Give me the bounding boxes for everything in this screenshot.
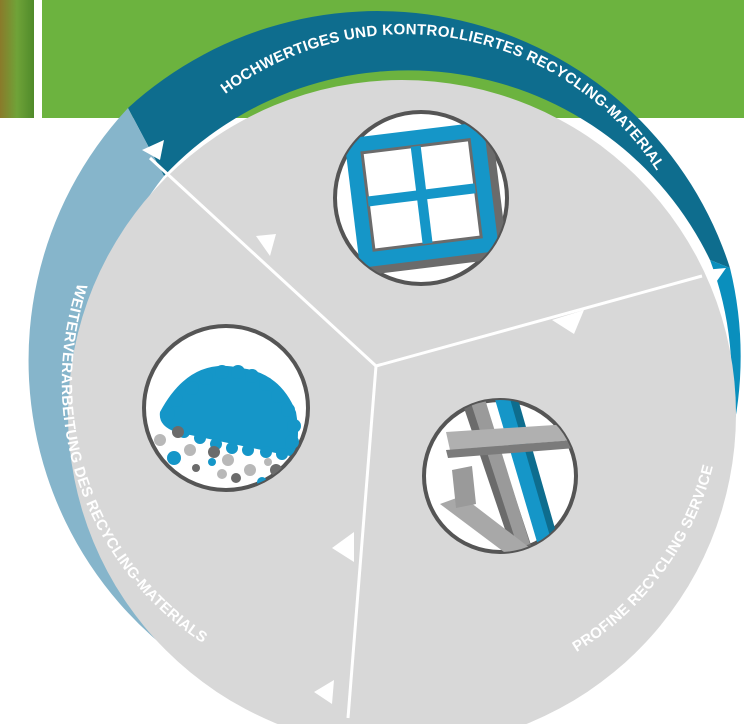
arrow-top-ring <box>142 140 164 160</box>
ring-segment-top <box>128 11 730 268</box>
arrow-top-inner <box>256 234 276 256</box>
inner-disc <box>68 80 736 724</box>
arrow-right-inner <box>552 310 584 334</box>
arrow-left-ring <box>314 680 334 704</box>
arrow-right-ring <box>704 268 726 288</box>
sector-dividers <box>148 156 703 719</box>
window-frame-icon <box>333 110 509 286</box>
flow-arrows <box>142 140 726 704</box>
left-photo-strip <box>0 0 34 118</box>
arrow-left-inner <box>332 532 354 562</box>
window-profile-icon <box>422 398 578 554</box>
recycling-granulate-icon <box>142 324 310 492</box>
